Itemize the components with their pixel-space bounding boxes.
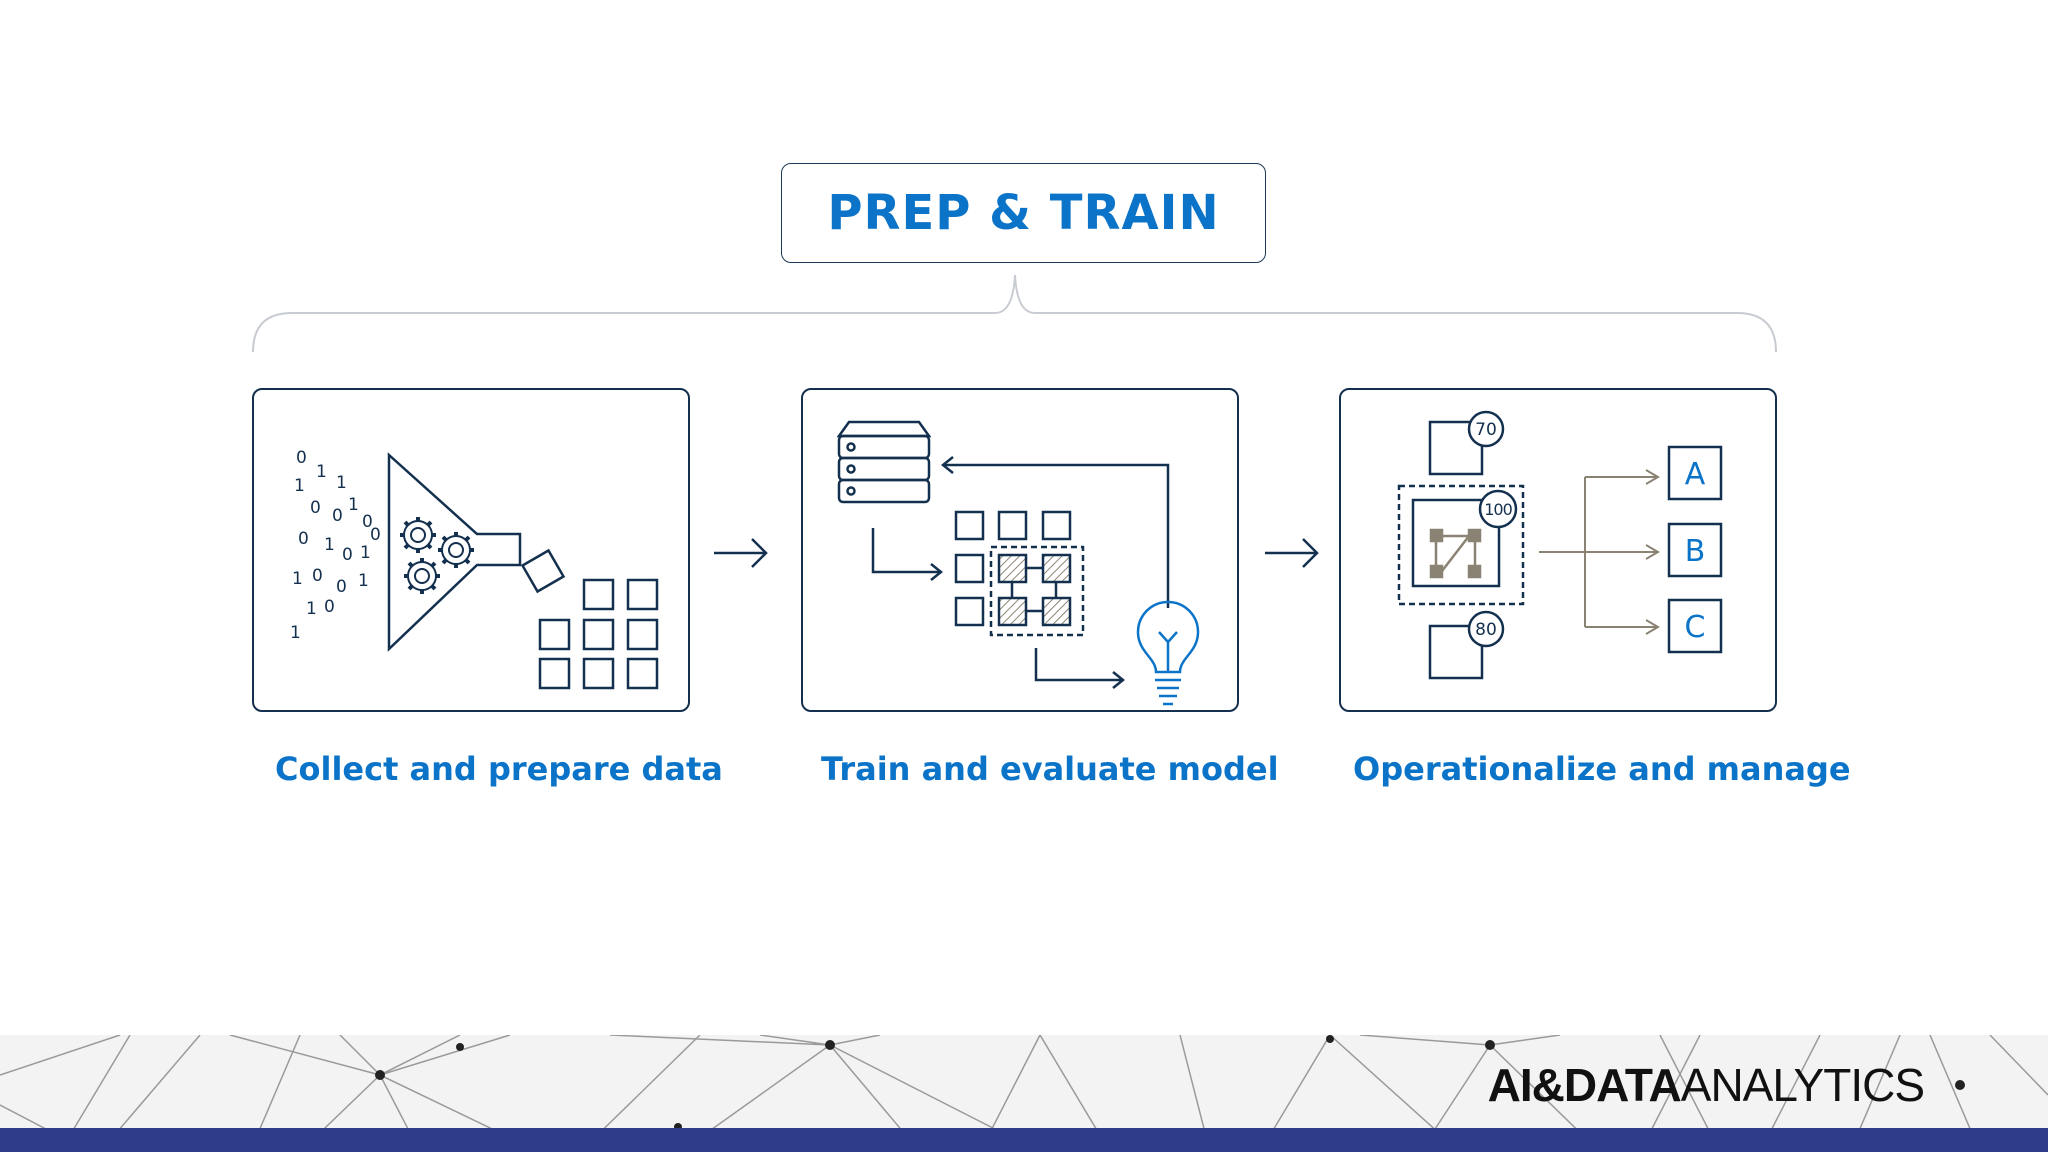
binary-digit: 1	[360, 543, 371, 563]
gears-icon	[400, 517, 474, 594]
score-badge	[1467, 410, 1505, 448]
selected-model-frame	[1397, 484, 1525, 606]
feedback-line	[943, 463, 1170, 608]
binary-digit: 0	[332, 506, 343, 526]
flow-line	[871, 528, 941, 574]
binary-digit: 1	[294, 476, 305, 496]
manage-illustration: 70 100 80 A B	[1397, 410, 1723, 680]
output-box	[1667, 598, 1723, 654]
score-value: 100	[1484, 500, 1512, 519]
binary-digit: 0	[298, 529, 309, 549]
binary-digit: 1	[358, 571, 369, 591]
train-illustration	[836, 420, 1200, 706]
binary-digit: 1	[348, 495, 359, 515]
grouping-bracket	[252, 274, 1777, 353]
data-block-icon	[520, 548, 566, 594]
stage-title: PREP & TRAIN	[827, 185, 1220, 241]
step-label-collect: Collect and prepare data	[275, 750, 723, 788]
network-icon	[1429, 528, 1482, 579]
score-value: 80	[1475, 620, 1497, 640]
manage-panel: 70 100 80 A B	[1339, 388, 1777, 712]
arrow-right-icon	[1265, 538, 1319, 568]
binary-digit: 1	[306, 599, 317, 619]
funnel-icon	[387, 452, 522, 652]
brand-logo-bold: AI&DATA	[1487, 1059, 1682, 1111]
model-grid-icon	[954, 510, 1072, 627]
binary-digit: 0	[310, 498, 321, 518]
binary-digit: 1	[290, 623, 301, 643]
lightbulb-icon	[1136, 600, 1200, 706]
brand-logo-light: ANALYTICS	[1680, 1059, 1925, 1111]
binary-digit: 0	[324, 597, 335, 617]
binary-digit: 1	[324, 535, 335, 555]
output-label: B	[1685, 534, 1706, 569]
binary-digit: 0	[296, 448, 307, 468]
output-box	[1667, 445, 1723, 501]
step-label-manage: Operationalize and manage	[1353, 750, 1851, 788]
collect-illustration: 0 1 1 1 0 0 1 0 0 1 0 1 1 0 0 1 1 0 1 0	[290, 448, 659, 690]
step-label-train: Train and evaluate model	[821, 750, 1279, 788]
binary-digit: 0	[370, 525, 381, 545]
output-box	[1667, 522, 1723, 578]
data-grid-icon	[538, 578, 659, 690]
selection-box	[989, 545, 1085, 637]
binary-digit: 1	[316, 462, 327, 482]
score-value: 70	[1475, 420, 1497, 440]
network-pattern-graphic	[0, 1035, 2048, 1152]
binary-digit: 0	[312, 566, 323, 586]
binary-digit: 0	[336, 577, 347, 597]
output-label: C	[1685, 610, 1706, 645]
train-panel	[801, 388, 1239, 712]
brand-logo: AI&DATAANALYTICS	[1487, 1058, 1925, 1112]
stage-title-box: PREP & TRAIN	[781, 163, 1266, 263]
collect-panel: 0 1 1 1 0 0 1 0 0 1 0 1 1 0 0 1 1 0 1 0	[252, 388, 690, 712]
binary-digit: 1	[292, 569, 303, 589]
binary-digit: 0	[362, 512, 373, 532]
binary-digit: 0	[342, 545, 353, 565]
output-label: A	[1685, 457, 1706, 492]
footer-bar	[0, 1128, 2048, 1152]
distribution-arrows	[1539, 469, 1660, 635]
score-badge	[1467, 610, 1505, 648]
score-badge	[1478, 489, 1518, 529]
binary-digit: 1	[336, 473, 347, 493]
database-icon	[836, 420, 932, 504]
arrow-right-icon	[714, 538, 768, 568]
